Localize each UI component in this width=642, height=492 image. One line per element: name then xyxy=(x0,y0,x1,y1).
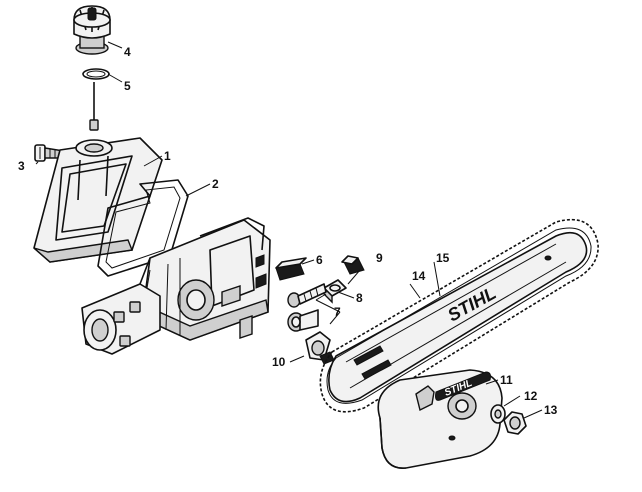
callout-6: 6 xyxy=(316,253,323,267)
callout-1: 1 xyxy=(164,149,171,163)
collar-nut xyxy=(503,411,527,435)
callout-13: 13 xyxy=(544,403,558,417)
callout-3: 3 xyxy=(18,159,25,173)
callout-14: 14 xyxy=(412,269,426,283)
leader-lines xyxy=(35,41,543,419)
tensioner-screw xyxy=(287,283,327,308)
callout-11: 11 xyxy=(500,373,513,387)
callout-7: 7 xyxy=(334,305,341,319)
o-ring xyxy=(82,68,110,80)
clip xyxy=(341,255,365,275)
callout-2: 2 xyxy=(212,177,219,191)
callout-labels: 4 5 3 1 2 6 9 8 7 10 14 15 11 12 13 xyxy=(18,45,558,417)
oil-filler-cap xyxy=(73,5,111,55)
callout-9: 9 xyxy=(376,251,383,265)
oil-tank xyxy=(33,137,163,263)
sprocket-cover: STIHL xyxy=(377,369,503,469)
tensioner-bracket xyxy=(305,331,335,365)
callout-10: 10 xyxy=(272,355,286,369)
callout-5: 5 xyxy=(124,79,131,93)
thrust-pad xyxy=(287,309,319,332)
washer xyxy=(490,404,506,424)
gasket xyxy=(97,179,189,277)
callout-15: 15 xyxy=(436,251,450,265)
callout-12: 12 xyxy=(524,389,538,403)
callout-8: 8 xyxy=(356,291,363,305)
tensioner-nut xyxy=(323,279,347,304)
saw-chain xyxy=(319,218,599,413)
callout-4: 4 xyxy=(124,45,131,59)
gear-housing xyxy=(141,217,271,341)
shaft-coupling xyxy=(81,257,161,355)
tensioner-slide xyxy=(275,257,307,281)
oil-pickup-tube xyxy=(89,82,99,131)
